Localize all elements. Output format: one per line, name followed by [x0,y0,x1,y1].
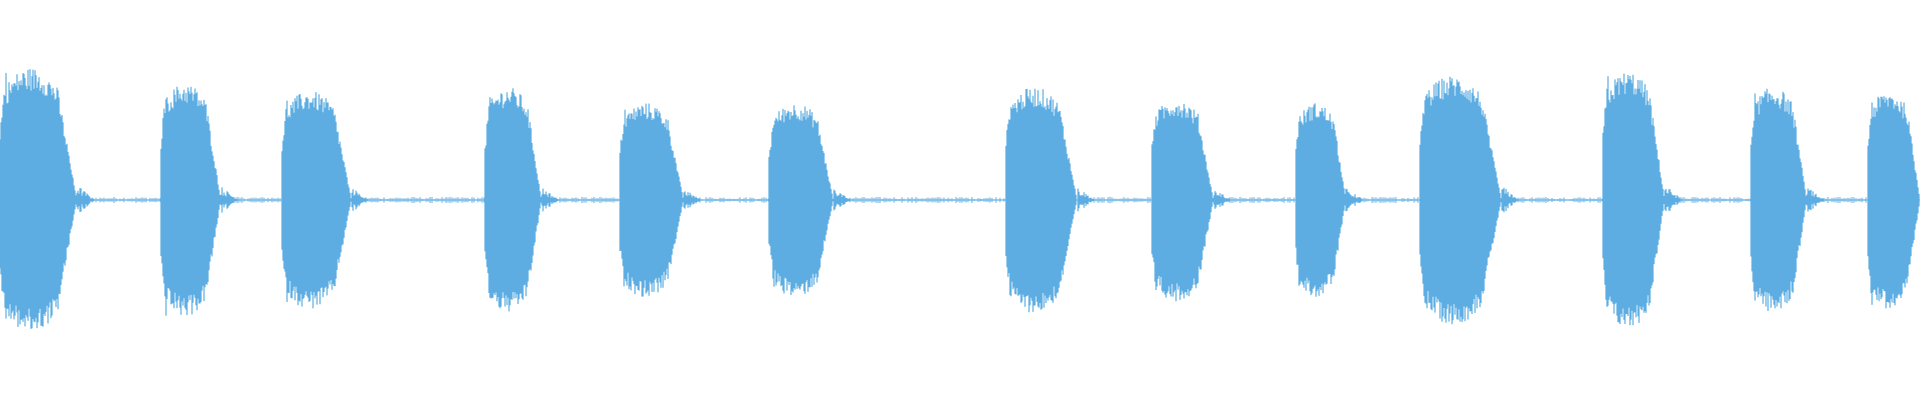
waveform-burst-2 [160,86,239,316]
waveform-burst-1 [0,69,95,329]
waveform-burst-11 [1602,73,1683,326]
waveform-burst-3 [281,92,370,309]
waveform-burst-12 [1750,88,1825,311]
waveform-burst-13 [1867,96,1920,309]
waveform-burst-6 [768,105,852,295]
waveform-burst-5 [619,103,702,297]
waveform-burst-7 [1005,88,1096,313]
waveform-burst-8 [1151,104,1232,302]
waveform-burst-9 [1295,103,1364,297]
waveform-burst-10 [1419,76,1520,325]
waveform-burst-4 [484,88,560,312]
